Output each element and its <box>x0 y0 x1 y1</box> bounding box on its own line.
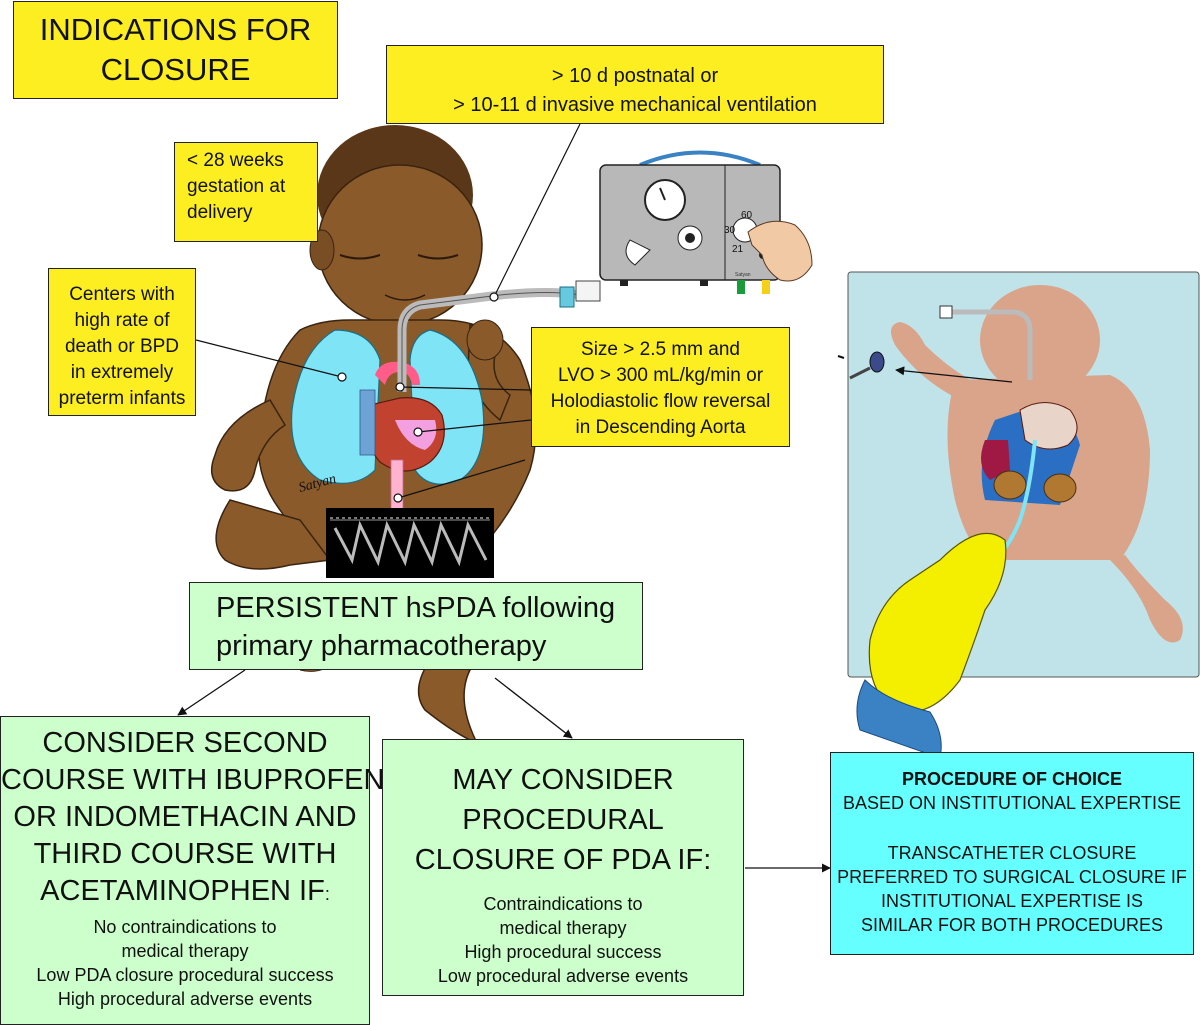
centers-line-3: death or BPD <box>64 336 180 357</box>
centers-line-1: Centers with <box>69 284 175 305</box>
infant-right-leg <box>417 659 484 753</box>
choice-line-4: SIMILAR FOR BOTH PROCEDURES <box>860 915 1164 935</box>
doppler-image <box>326 508 494 578</box>
size-line-3: Holodiastolic flow reversal <box>550 391 771 412</box>
second-course-heading-line-2: COURSE WITH IBUPROFEN <box>1 764 385 796</box>
dial-label-30: 30 <box>724 225 736 236</box>
arrow-to-second-course <box>177 669 246 716</box>
procedure-of-choice-box: PROCEDURE OF CHOICE BASED ON INSTITUTION… <box>830 752 1194 955</box>
choice-heading: PROCEDURE OF CHOICE <box>901 769 1123 789</box>
choice-spacer <box>831 815 1193 841</box>
arrow-to-device <box>895 366 1013 383</box>
title-line-1: INDICATIONS FOR <box>39 12 312 47</box>
choice-line-2: PREFERRED TO SURGICAL CLOSURE IF <box>837 867 1187 887</box>
procedural-item-4: Low procedural adverse events <box>437 966 689 986</box>
procedural-heading: MAY CONSIDER PROCEDURAL CLOSURE OF PDA I… <box>383 740 743 880</box>
persistent-line-2: primary pharmacotherapy <box>216 630 547 662</box>
second-course-heading: CONSIDER SECOND COURSE WITH IBUPROFEN OR… <box>1 717 385 913</box>
second-course-item-3: Low PDA closure procedural success <box>36 965 334 985</box>
dial-label-60: 60 <box>741 210 753 221</box>
second-course-box: CONSIDER SECOND COURSE WITH IBUPROFEN OR… <box>0 716 385 1025</box>
second-course-heading-last: ACETAMINOPHEN IF <box>40 875 325 907</box>
second-course-heading-line-4: THIRD COURSE WITH <box>33 838 337 870</box>
gestation-criteria-box: < 28 weeks gestation at delivery <box>174 142 318 242</box>
infant-left-leg <box>215 499 332 570</box>
size-line-2: LVO > 300 mL/kg/min or <box>557 365 764 386</box>
procedural-item-3: High procedural success <box>464 942 662 962</box>
second-course-heading-line-3: OR INDOMETHACIN AND <box>13 801 357 833</box>
size-line-1: Size > 2.5 mm and <box>581 339 740 360</box>
gestation-line-2: gestation at <box>187 176 286 197</box>
second-course-item-4: High procedural adverse events <box>57 989 313 1009</box>
gloved-hand <box>868 532 1007 713</box>
descending-aorta <box>390 459 404 511</box>
second-course-heading-line-5: ACETAMINOPHEN IF: <box>1 873 369 913</box>
centers-criteria-box: Centers with high rate of death or BPD i… <box>48 268 196 416</box>
procedural-heading-line-3: CLOSURE OF PDA IF: <box>414 844 712 876</box>
gestation-line-1: < 28 weeks <box>187 150 284 171</box>
persistent-hspda-box: PERSISTENT hsPDA following primary pharm… <box>189 582 643 670</box>
flow-arrows <box>177 366 1013 873</box>
centers-line-5: preterm infants <box>58 388 186 409</box>
arrow-to-procedural <box>494 677 573 739</box>
ventilator-machine: 60 30 21 Satyan <box>599 150 813 294</box>
persistent-line-1: PERSISTENT hsPDA following <box>216 592 616 624</box>
occluder-device-icon <box>869 351 885 373</box>
title-line-2: CLOSURE <box>100 52 251 87</box>
pointer-lines <box>195 123 581 503</box>
centers-line-2: high rate of <box>74 310 170 331</box>
left-lung <box>290 329 381 484</box>
infant-left-arm <box>210 399 287 492</box>
second-course-heading-line-1: CONSIDER SECOND <box>42 727 328 759</box>
choice-subheading: BASED ON INSTITUTIONAL EXPERTISE <box>842 793 1182 813</box>
second-course-heading-colon: : <box>324 884 330 904</box>
choice-line-1: TRANSCATHETER CLOSURE <box>887 843 1137 863</box>
size-criteria-box: Size > 2.5 mm and LVO > 300 mL/kg/min or… <box>531 327 790 447</box>
second-course-item-1: No contraindications to <box>93 917 277 937</box>
procedural-conditions: Contraindications to medical therapy Hig… <box>383 892 743 988</box>
dial-label-21: 21 <box>732 244 744 255</box>
procedure-illustration <box>837 271 1200 759</box>
procedural-heading-line-1: MAY CONSIDER <box>452 764 674 796</box>
choice-line-3: INSTITUTIONAL EXPERTISE IS <box>880 891 1144 911</box>
indications-title-box: INDICATIONS FOR CLOSURE <box>13 1 338 99</box>
hand-icon <box>747 220 813 282</box>
aorta-arch <box>375 361 420 385</box>
procedural-item-2: medical therapy <box>499 918 627 938</box>
second-course-item-2: medical therapy <box>121 941 249 961</box>
size-line-4: in Descending Aorta <box>575 417 746 438</box>
ventilation-line-2: > 10-11 d invasive mechanical ventilatio… <box>453 94 817 116</box>
procedural-item-1: Contraindications to <box>483 894 643 914</box>
ventilation-criteria-box: > 10 d postnatal or > 10-11 d invasive m… <box>386 45 884 124</box>
procedural-closure-box: MAY CONSIDER PROCEDURAL CLOSURE OF PDA I… <box>382 739 744 996</box>
infant-figure: Satyan <box>210 125 601 753</box>
vena-cava <box>359 389 376 456</box>
centers-line-4: in extremely <box>70 362 174 383</box>
second-course-conditions: No contraindications to medical therapy … <box>1 915 369 1011</box>
procedural-heading-line-2: PROCEDURAL <box>462 804 664 836</box>
gestation-line-3: delivery <box>187 202 253 223</box>
ventilator-brand: Satyan <box>735 272 751 278</box>
ventilation-line-1: > 10 d postnatal or <box>551 65 719 87</box>
